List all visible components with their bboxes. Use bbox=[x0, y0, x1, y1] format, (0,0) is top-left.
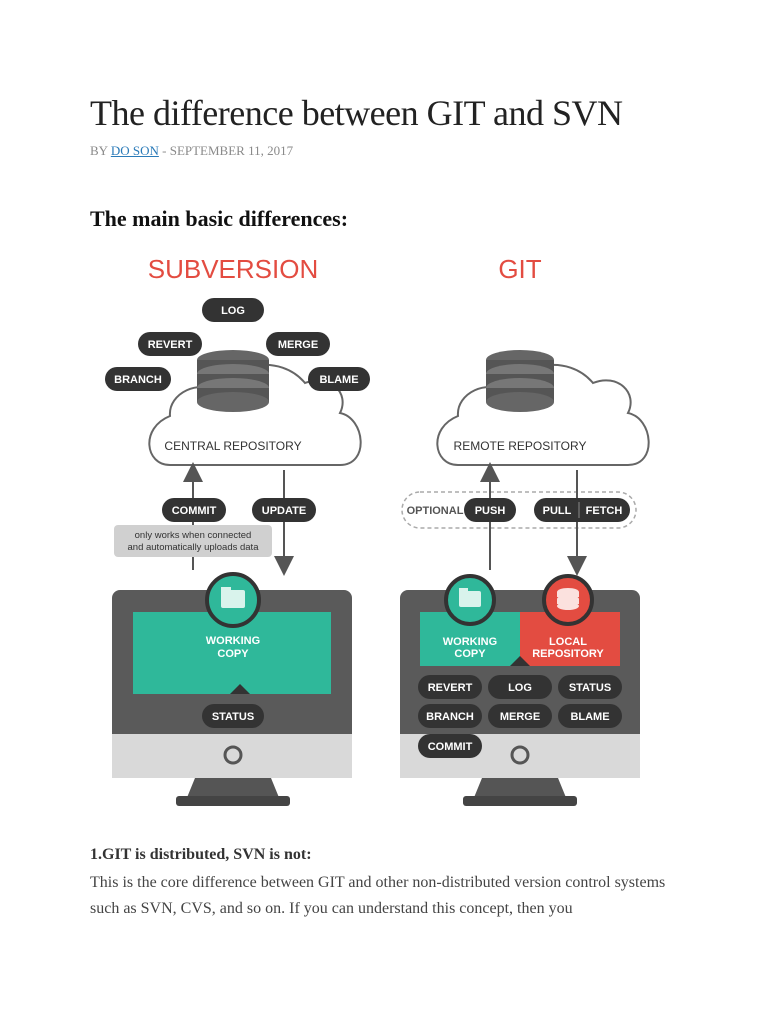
svn-commit-pill: COMMIT bbox=[162, 498, 226, 522]
git-local-repo-badge bbox=[542, 574, 594, 626]
svn-working-copy-badge bbox=[205, 572, 261, 628]
svg-text:only works when connected: only works when connected bbox=[135, 530, 252, 541]
svg-text:and automatically uploads data: and automatically uploads data bbox=[128, 542, 260, 553]
svg-text:REVERT: REVERT bbox=[428, 682, 473, 694]
page-title: The difference between GIT and SVN bbox=[90, 93, 623, 133]
author-link[interactable]: DO SON bbox=[110, 143, 159, 158]
byline-prefix: BY bbox=[90, 143, 108, 158]
git-push-pill: PUSH bbox=[464, 498, 516, 522]
svg-text:REVERT: REVERT bbox=[148, 339, 193, 351]
git-repo-label: REMOTE REPOSITORY bbox=[454, 439, 587, 453]
git-merge-pill: MERGE bbox=[488, 704, 552, 728]
git-local-repo-label-2: REPOSITORY bbox=[532, 648, 604, 660]
svn-vs-git-diagram: SUBVERSION CENTRAL REPOSITORY LOG REVERT… bbox=[90, 248, 678, 818]
git-working-copy-label: WORKING bbox=[443, 636, 497, 648]
git-revert-pill: REVERT bbox=[418, 675, 482, 699]
svg-text:LOG: LOG bbox=[221, 305, 245, 317]
svg-text:COMMIT: COMMIT bbox=[172, 505, 217, 517]
git-working-copy-label-2: COPY bbox=[454, 648, 486, 660]
git-pull-fetch-pill: PULL FETCH bbox=[534, 498, 630, 522]
section-subhead: The main basic differences: bbox=[90, 206, 349, 231]
svg-text:FETCH: FETCH bbox=[586, 505, 623, 517]
publish-date: SEPTEMBER 11, 2017 bbox=[169, 143, 294, 158]
svg-text:BRANCH: BRANCH bbox=[426, 711, 474, 723]
git-title: GIT bbox=[498, 254, 541, 284]
svg-text:PUSH: PUSH bbox=[475, 505, 506, 517]
git-status-pill: STATUS bbox=[558, 675, 622, 699]
svn-working-copy-label-2: COPY bbox=[217, 648, 249, 660]
svn-monitor bbox=[112, 590, 352, 806]
svg-text:COMMIT: COMMIT bbox=[428, 741, 473, 753]
svg-text:MERGE: MERGE bbox=[278, 339, 318, 351]
git-optional-group bbox=[401, 491, 637, 529]
svn-log-pill: LOG bbox=[202, 298, 264, 322]
svn-branch-pill: BRANCH bbox=[105, 367, 171, 391]
git-branch-pill: BRANCH bbox=[418, 704, 482, 728]
section-heading: 1.GIT is distributed, SVN is not: bbox=[90, 846, 312, 863]
section-paragraph: This is the core difference between GIT … bbox=[90, 874, 666, 917]
git-local-repo-label: LOCAL bbox=[549, 636, 587, 648]
svg-text:BLAME: BLAME bbox=[570, 711, 609, 723]
svg-text:STATUS: STATUS bbox=[212, 711, 254, 723]
git-optional-label: OPTIONAL bbox=[407, 505, 464, 517]
svg-text:UPDATE: UPDATE bbox=[262, 505, 306, 517]
git-monitor bbox=[400, 590, 640, 806]
git-working-copy-badge bbox=[444, 574, 496, 626]
byline: BY DO SON - SEPTEMBER 11, 2017 bbox=[90, 143, 293, 159]
svn-status-pill: STATUS bbox=[202, 704, 264, 728]
git-database-icon bbox=[486, 350, 554, 412]
svn-connection-note: only works when connected and automatica… bbox=[114, 525, 272, 557]
svn-repo-label: CENTRAL REPOSITORY bbox=[164, 439, 301, 453]
svn-update-pill: UPDATE bbox=[252, 498, 316, 522]
git-commit-pill: COMMIT bbox=[418, 734, 482, 758]
svn-revert-pill: REVERT bbox=[138, 332, 202, 356]
svg-text:LOG: LOG bbox=[508, 682, 532, 694]
svg-text:STATUS: STATUS bbox=[569, 682, 611, 694]
svn-blame-pill: BLAME bbox=[308, 367, 370, 391]
svn-database-icon bbox=[197, 350, 269, 412]
svg-text:BLAME: BLAME bbox=[319, 374, 358, 386]
git-log-pill: LOG bbox=[488, 675, 552, 699]
svg-text:PULL: PULL bbox=[543, 505, 572, 517]
svg-text:MERGE: MERGE bbox=[500, 711, 540, 723]
svg-text:BRANCH: BRANCH bbox=[114, 374, 162, 386]
git-blame-pill: BLAME bbox=[558, 704, 622, 728]
svn-title: SUBVERSION bbox=[148, 254, 319, 284]
svn-working-copy-label: WORKING bbox=[206, 635, 260, 647]
svn-merge-pill: MERGE bbox=[266, 332, 330, 356]
byline-separator: - bbox=[158, 143, 170, 158]
